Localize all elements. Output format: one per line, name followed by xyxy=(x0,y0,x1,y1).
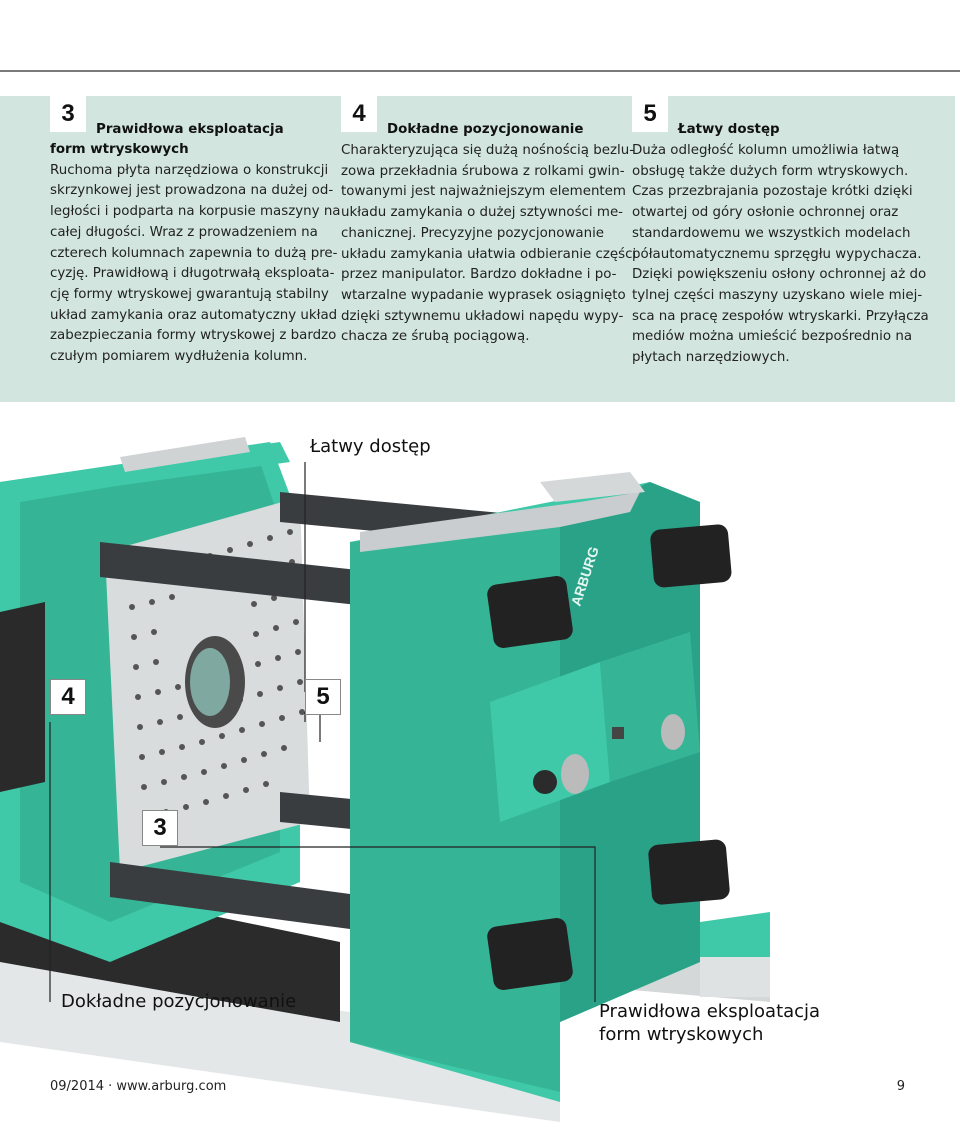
section-body-line: Charakteryzująca się dużą nośnością bezl… xyxy=(341,143,635,158)
section-body: Duża odległość kolumn umożliwia łatwą obs… xyxy=(632,141,929,369)
machine-illustration: ARBURG xyxy=(0,437,770,1122)
section-body-line: układu zamykania ułatwia odbieranie częś… xyxy=(341,246,637,262)
section-heading-continued: form wtryskowych xyxy=(50,142,189,157)
section-body-line: Dzięki powiększeniu osłony ochronnej aż … xyxy=(632,267,927,283)
section-body-line: cję formy wtryskowej gwarantują stabilny xyxy=(50,286,329,302)
section-body-line: układu zamykania o dużej sztywności me- xyxy=(341,205,624,221)
section-body-line: cyzję. Prawidłową i długotrwałą eksploat… xyxy=(50,266,335,282)
section-body-line: chacza ze śrubą pociągową. xyxy=(341,329,530,345)
section-body-line: sca na pracę zespołów wtryskarki. Przyłą… xyxy=(632,308,929,324)
callout-number-3: 3 xyxy=(142,810,178,846)
callout-dokladne: Dokładne pozycjonowanie xyxy=(61,991,297,1012)
section-body-line: wtarzalne wypadanie wyprasek osiągnięto xyxy=(341,287,626,303)
section-body-line: skrzynkowej jest prowadzona na dużej od- xyxy=(50,183,334,199)
section-heading: Dokładne pozycjonowanie xyxy=(387,122,584,137)
section-body-line: czterech kolumnach zapewnia to dużą pre- xyxy=(50,245,338,261)
rod-caps xyxy=(487,524,732,990)
base-rail xyxy=(0,962,560,1122)
section-body-line: dzięki sztywnemu układowi napędu wypy- xyxy=(341,308,624,324)
section-body: Charakteryzująca się dużą nośnością bezl… xyxy=(341,141,637,348)
section-heading: Prawidłowa eksploatacja xyxy=(96,122,284,137)
section-number: 3 xyxy=(50,96,86,132)
section-body-line: mediów można umieścić bezpośrednio na xyxy=(632,329,913,345)
callout-latwy-dostep: Łatwy dostęp xyxy=(310,436,431,457)
section-body-line: zabezpieczania formy wtryskowej z bardzo xyxy=(50,328,337,344)
section-body-line: towanymi jest najważniejszym elementem xyxy=(341,184,626,200)
section-body-line: chanicznej. Precyzyjne pozycjonowanie xyxy=(341,225,605,241)
section-body-line: Duża odległość kolumn umożliwia łatwą xyxy=(632,143,900,158)
section-body-line: przez manipulator. Bardzo dokładne i po- xyxy=(341,267,617,283)
section-body-line: zowa przekładnia śrubowa z rolkami gwin- xyxy=(341,163,625,179)
page-number: 9 xyxy=(896,1079,905,1094)
top-rule xyxy=(0,70,960,72)
callout-prawidlowa-line1: Prawidłowa eksploatacja xyxy=(599,1001,821,1022)
section-number: 5 xyxy=(632,96,668,132)
section-body-line: otwartej od góry osłonie ochronnej oraz xyxy=(632,205,899,221)
section-body-line: płytach narzędziowych. xyxy=(632,350,790,366)
section-heading: Łatwy dostęp xyxy=(678,122,780,137)
footer-date-url: 09/2014 · www.arburg.com xyxy=(50,1079,227,1094)
section-body-line: standardowemu we wszystkich modelach xyxy=(632,225,911,241)
section-number: 4 xyxy=(341,96,377,132)
callout-lines xyxy=(49,462,596,1002)
section-body-line: tylnej części maszyny uzyskano wiele mie… xyxy=(632,287,923,303)
section-body-line: układ zamykania oraz automatyczny układ xyxy=(50,307,338,323)
callout-number-4: 4 xyxy=(50,679,86,715)
section-body-line: Czas przezbrajania pozostaje krótki dzię… xyxy=(632,184,913,200)
callout-number-5: 5 xyxy=(305,679,341,715)
section-body-line: całej długości. Wraz z prowadzeniem na xyxy=(50,224,318,240)
section-body-line: Ruchoma płyta narzędziowa o konstrukcji xyxy=(50,162,329,178)
callout-prawidlowa-line2: form wtryskowych xyxy=(599,1024,764,1045)
section-body-line: obsługę także dużych form wtryskowych. xyxy=(632,163,909,179)
section-body-line: półautomatycznemu sprzęgłu wypychacza. xyxy=(632,246,922,262)
section-body-line: ległości i podparta na korpusie maszyny … xyxy=(50,204,341,220)
section-body-line: czułym pomiarem wydłużenia kolumn. xyxy=(50,349,308,365)
info-band: 3 Prawidłowa eksploatacja form wtryskowy… xyxy=(0,96,955,402)
